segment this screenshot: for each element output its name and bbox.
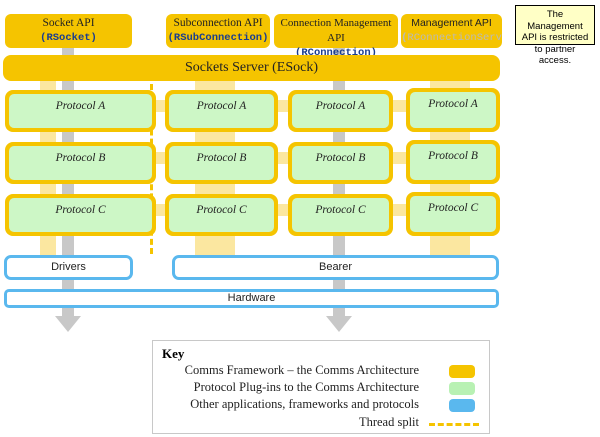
protocol-link bbox=[393, 204, 408, 216]
legend: Key Comms Framework – the Comms Architec… bbox=[152, 340, 490, 434]
protocol-box: Protocol A bbox=[406, 88, 500, 132]
api-class-name: (RSocket) bbox=[40, 32, 97, 44]
protocol-box: Protocol C bbox=[165, 194, 278, 236]
protocol-box: Protocol C bbox=[406, 192, 500, 236]
legend-swatch-other bbox=[449, 399, 475, 412]
connection-management-api-box: Connection Management API (RConnection) bbox=[274, 14, 398, 59]
protocol-box: Protocol A bbox=[288, 90, 393, 132]
legend-thread-split-line bbox=[429, 423, 479, 426]
protocol-link bbox=[393, 152, 408, 164]
protocol-box: Protocol B bbox=[288, 142, 393, 184]
arrow-down-icon bbox=[326, 302, 352, 332]
bearer-box: Bearer bbox=[172, 255, 499, 280]
protocol-box: Protocol A bbox=[5, 90, 156, 132]
protocol-box: Protocol C bbox=[5, 194, 156, 236]
api-title: Management API bbox=[411, 17, 492, 29]
legend-swatch-framework bbox=[449, 365, 475, 378]
protocol-box: Protocol B bbox=[406, 140, 500, 184]
protocol-box: Protocol B bbox=[165, 142, 278, 184]
protocol-box: Protocol C bbox=[288, 194, 393, 236]
api-title: Connection Management API bbox=[280, 17, 392, 44]
hardware-box: Hardware bbox=[4, 289, 499, 308]
socket-api-box: Socket API (RSocket) bbox=[5, 14, 132, 48]
legend-label: Comms Framework – the Comms Architecture bbox=[184, 363, 419, 377]
legend-label: Protocol Plug-ins to the Comms Architect… bbox=[193, 380, 419, 394]
arrow-down-icon bbox=[55, 302, 81, 332]
legend-title: Key bbox=[162, 346, 185, 361]
legend-swatch-plugin bbox=[449, 382, 475, 395]
management-api-note: The Management API is restricted to part… bbox=[515, 5, 595, 66]
sockets-server: Sockets Server (ESock) bbox=[3, 55, 500, 81]
legend-label: Other applications, frameworks and proto… bbox=[190, 397, 419, 411]
drivers-box: Drivers bbox=[4, 255, 133, 280]
api-title: Subconnection API bbox=[173, 17, 263, 29]
protocol-box: Protocol A bbox=[165, 90, 278, 132]
api-class-name: (RConnectionServ bbox=[401, 32, 502, 44]
protocol-box: Protocol B bbox=[5, 142, 156, 184]
protocol-link bbox=[393, 100, 408, 112]
subconnection-api-box: Subconnection API (RSubConnection) bbox=[166, 14, 270, 48]
api-title: Socket API bbox=[42, 17, 95, 29]
management-api-box: Management API (RConnectionServ bbox=[401, 14, 502, 48]
legend-label: Thread split bbox=[358, 415, 419, 429]
api-class-name: (RSubConnection) bbox=[167, 32, 269, 44]
